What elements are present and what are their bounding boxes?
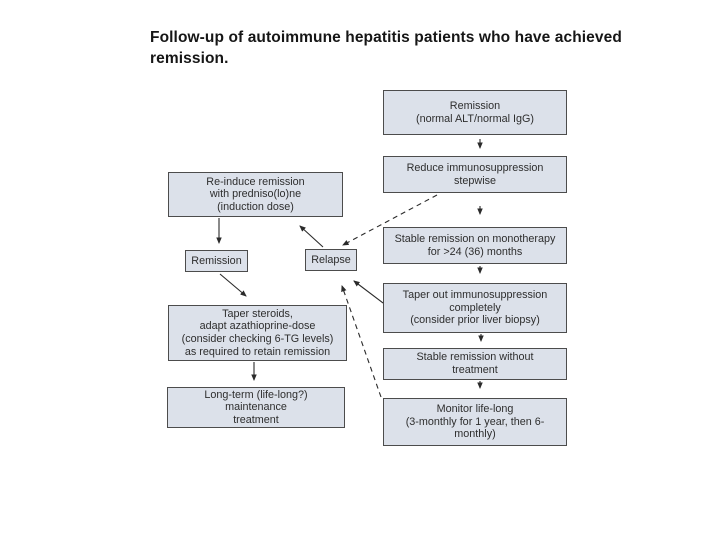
arrow-remission-to-tapersteroids [219, 273, 247, 297]
box-taper-out-text: Taper out immunosuppression completely (… [402, 289, 548, 327]
box-monitor-lifelong-text: Monitor life-long (3-monthly for 1 year,… [405, 403, 545, 441]
box-stable-without-treatment: Stable remission without treatment [383, 348, 567, 380]
box-reinduce-remission-text: Re-induce remission with predniso(lo)ne … [206, 175, 305, 213]
box-relapse: Relapse [305, 249, 357, 271]
box-reduce-immunosuppression-text: Reduce immunosuppression stepwise [406, 161, 544, 187]
box-remission-small: Remission [185, 250, 248, 272]
box-remission-normal-text: Remission (normal ALT/normal IgG) [415, 99, 534, 125]
box-stable-monotherapy: Stable remission on monotherapy for >24 … [383, 227, 567, 264]
arrow-relapse-to-reinduce [299, 225, 324, 248]
box-reinduce-remission: Re-induce remission with predniso(lo)ne … [168, 172, 343, 217]
box-long-term-text: Long-term (life-long?) maintenance treat… [204, 388, 308, 426]
arrow-monitor-to-relapse-dashed [341, 285, 382, 398]
box-remission-normal: Remission (normal ALT/normal IgG) [383, 90, 567, 135]
box-taper-out: Taper out immunosuppression completely (… [383, 283, 567, 333]
slide-title: Follow-up of autoimmune hepatitis patien… [150, 29, 622, 67]
box-long-term: Long-term (life-long?) maintenance treat… [167, 387, 345, 428]
arrow-taperout-to-relapse [353, 280, 384, 304]
box-stable-monotherapy-text: Stable remission on monotherapy for >24 … [394, 232, 556, 258]
box-taper-steroids: Taper steroids, adapt azathioprine-dose … [168, 305, 347, 361]
box-stable-without-treatment-text: Stable remission without treatment [416, 351, 534, 376]
box-taper-steroids-text: Taper steroids, adapt azathioprine-dose … [181, 307, 334, 358]
box-monitor-lifelong: Monitor life-long (3-monthly for 1 year,… [383, 398, 567, 446]
box-remission-small-text: Remission [191, 254, 242, 267]
box-reduce-immunosuppression: Reduce immunosuppression stepwise [383, 156, 567, 193]
box-relapse-text: Relapse [311, 253, 351, 266]
